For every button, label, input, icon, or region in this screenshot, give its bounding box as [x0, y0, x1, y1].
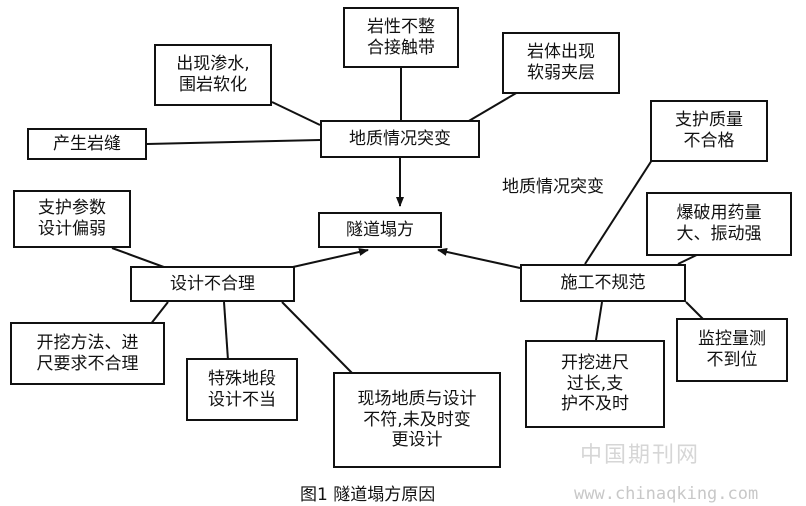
node-onsite-geology: 现场地质与设计 不符,未及时变 更设计	[333, 372, 501, 468]
node-excavation-method: 开挖方法、进 尺要求不合理	[10, 322, 165, 385]
node-tunnel-collapse: 隧道塌方	[318, 212, 442, 248]
node-excavation-length: 开挖进尺 过长,支 护不及时	[525, 340, 665, 428]
arrow-design-to-collapse	[292, 248, 369, 268]
connector-excavation-method	[149, 301, 169, 326]
connector-special-section	[223, 301, 229, 361]
node-construction-irregular: 施工不规范	[520, 264, 686, 302]
connector-seepage	[271, 101, 321, 126]
connector-excavation-length	[595, 301, 603, 341]
node-seepage: 出现渗水, 围岩软化	[154, 44, 272, 106]
connector-soft-layer	[461, 91, 519, 126]
node-rock-fissure: 产生岩缝	[27, 128, 147, 160]
figure-caption: 图1 隧道塌方原因	[300, 485, 436, 505]
arrow-construction-to-collapse	[437, 248, 521, 269]
node-blasting: 爆破用药量 大、振动强	[646, 192, 792, 256]
node-monitoring: 监控量测 不到位	[676, 318, 788, 382]
node-design-unreasonable: 设计不合理	[130, 266, 295, 302]
node-special-section: 特殊地段 设计不当	[186, 358, 298, 421]
watermark-cn: 中国期刊网	[580, 443, 701, 468]
connector-rock-fissure	[146, 139, 321, 145]
node-support-quality: 支护质量 不合格	[650, 100, 768, 162]
node-rock-contact-zone: 岩性不整 合接触带	[343, 7, 459, 68]
watermark-url: www.chinaqking.com	[574, 484, 759, 504]
connector-onsite-geology	[281, 301, 353, 374]
node-support-params: 支护参数 设计偏弱	[13, 190, 131, 248]
connector-monitoring	[685, 301, 705, 321]
annotation-label: 地质情况突变	[502, 177, 604, 197]
node-geology-change: 地质情况突变	[320, 120, 480, 158]
connector-support-quality	[584, 159, 653, 265]
node-soft-layer: 岩体出现 软弱夹层	[502, 32, 620, 94]
